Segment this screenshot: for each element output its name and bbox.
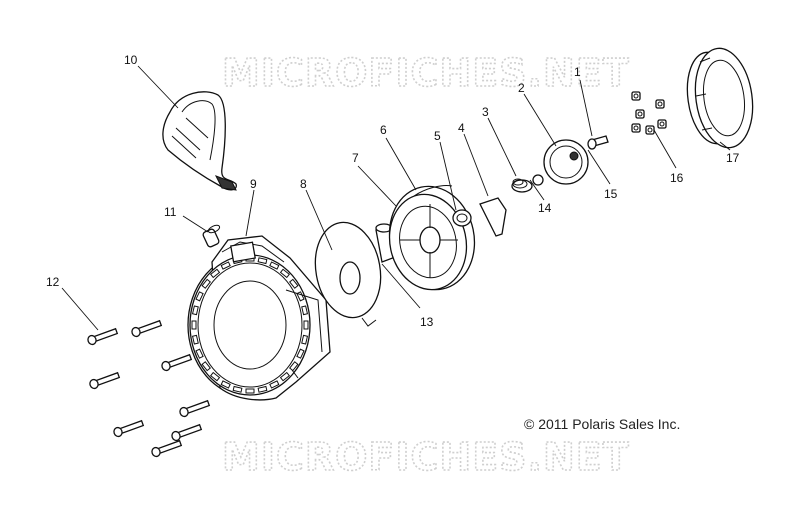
- callout-16: 16: [670, 171, 684, 185]
- part-spring-plate: [314, 221, 382, 327]
- part-handle: [162, 91, 237, 191]
- part-spring: [511, 178, 533, 193]
- part-recoil-housing: [187, 235, 331, 401]
- part-ratchet-plate: [543, 139, 589, 185]
- part-plug: [202, 224, 221, 248]
- callout-1: 1: [574, 65, 581, 79]
- callout-2: 2: [518, 81, 525, 95]
- part-center-bolt: [587, 135, 609, 150]
- part-nuts: [631, 91, 667, 135]
- leader-lines: [61, 65, 731, 331]
- callout-5: 5: [434, 129, 441, 143]
- watermark-bottom: MICROFICHES.NET: [222, 435, 630, 479]
- callout-8: 8: [300, 177, 307, 191]
- callout-12: 12: [46, 275, 60, 289]
- callout-4: 4: [458, 121, 465, 135]
- part-rope: [413, 185, 453, 197]
- part-bolts: [87, 319, 211, 458]
- callout-3: 3: [482, 105, 489, 119]
- part-pulley: [388, 185, 476, 291]
- part-spring-clip: [452, 209, 472, 227]
- watermark-top: MICROFICHES.NET: [222, 51, 630, 95]
- copyright-notice: © 2011 Polaris Sales Inc.: [524, 416, 681, 432]
- callouts: 10 11 9 12 8 13 7 6 5 4 3 2 14 1 15 16 1…: [46, 53, 740, 329]
- callout-10: 10: [124, 53, 138, 67]
- callout-9: 9: [250, 177, 257, 191]
- callout-14: 14: [538, 201, 552, 215]
- callout-6: 6: [380, 123, 387, 137]
- callout-7: 7: [352, 151, 359, 165]
- callout-15: 15: [604, 187, 618, 201]
- part-washer: [532, 174, 544, 186]
- part-pawl: [479, 197, 507, 237]
- callout-17: 17: [726, 151, 740, 165]
- part-starter-cup: [686, 47, 754, 149]
- callout-13: 13: [420, 315, 434, 329]
- callout-11: 11: [164, 205, 177, 219]
